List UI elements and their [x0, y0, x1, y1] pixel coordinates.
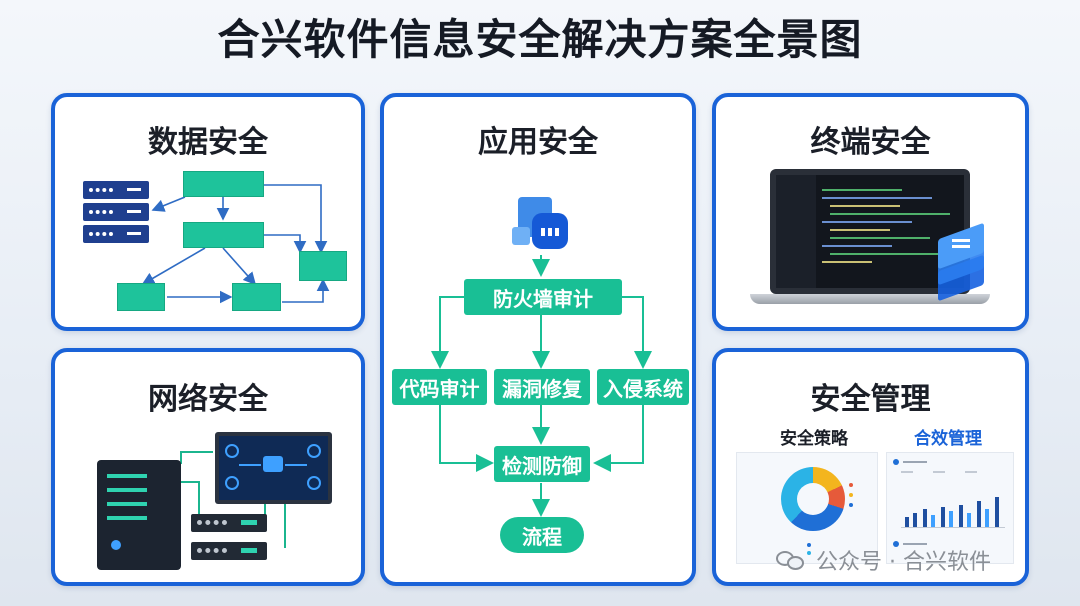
app-shield-icon	[512, 197, 570, 251]
app-security-card: 应用安全 防火墙审计 代码审计 漏洞修复 入侵系统 检测防御 流程	[380, 93, 696, 586]
effectiveness-mgmt-label: 合效管理	[914, 429, 982, 449]
monitor-dashboard-icon	[215, 432, 332, 504]
data-node-top	[183, 171, 264, 197]
server-rack-icon	[83, 181, 149, 243]
data-flow-arrows	[141, 184, 330, 304]
security-policy-label: 安全策略	[780, 429, 848, 449]
data-node-right	[299, 251, 347, 281]
data-node-bottom-mid	[232, 283, 281, 311]
watermark: 公众号 · 合兴软件	[776, 544, 991, 576]
endpoint-security-card: 终端安全	[712, 93, 1029, 331]
firewall-audit-node: 防火墙审计	[464, 279, 622, 315]
donut-chart-icon	[781, 467, 845, 531]
page-title: 合兴软件信息安全解决方案全景图	[217, 15, 863, 64]
network-switch-icon-2	[191, 542, 267, 560]
data-node-mid	[183, 222, 264, 248]
server-tower-icon	[97, 460, 181, 570]
network-switch-icon	[191, 514, 267, 532]
network-security-title: 网络安全	[148, 382, 268, 417]
effectiveness-bar-panel	[886, 452, 1014, 564]
data-node-bottom-left	[117, 283, 165, 311]
policy-donut-panel	[736, 452, 878, 564]
wechat-icon	[776, 549, 806, 571]
data-security-card: 数据安全	[51, 93, 365, 331]
network-security-card: 网络安全	[51, 348, 365, 586]
app-security-title: 应用安全	[478, 125, 598, 160]
app-flow-arrows	[431, 255, 652, 517]
cube-layers-icon	[926, 222, 996, 305]
detect-defense-node: 检测防御	[494, 446, 590, 482]
intrusion-system-node: 入侵系统	[597, 369, 689, 405]
security-mgmt-title: 安全管理	[810, 382, 931, 417]
data-security-title: 数据安全	[148, 125, 268, 160]
laptop-icon	[750, 169, 990, 311]
watermark-text: 公众号 · 合兴软件	[816, 550, 991, 575]
effectiveness-bars	[901, 493, 1005, 528]
endpoint-security-title: 终端安全	[810, 125, 931, 160]
process-node: 流程	[500, 517, 584, 553]
vuln-fix-node: 漏洞修复	[494, 369, 590, 405]
code-audit-node: 代码审计	[392, 369, 487, 405]
security-mgmt-card: 安全管理 安全策略 合效管理	[712, 348, 1029, 586]
